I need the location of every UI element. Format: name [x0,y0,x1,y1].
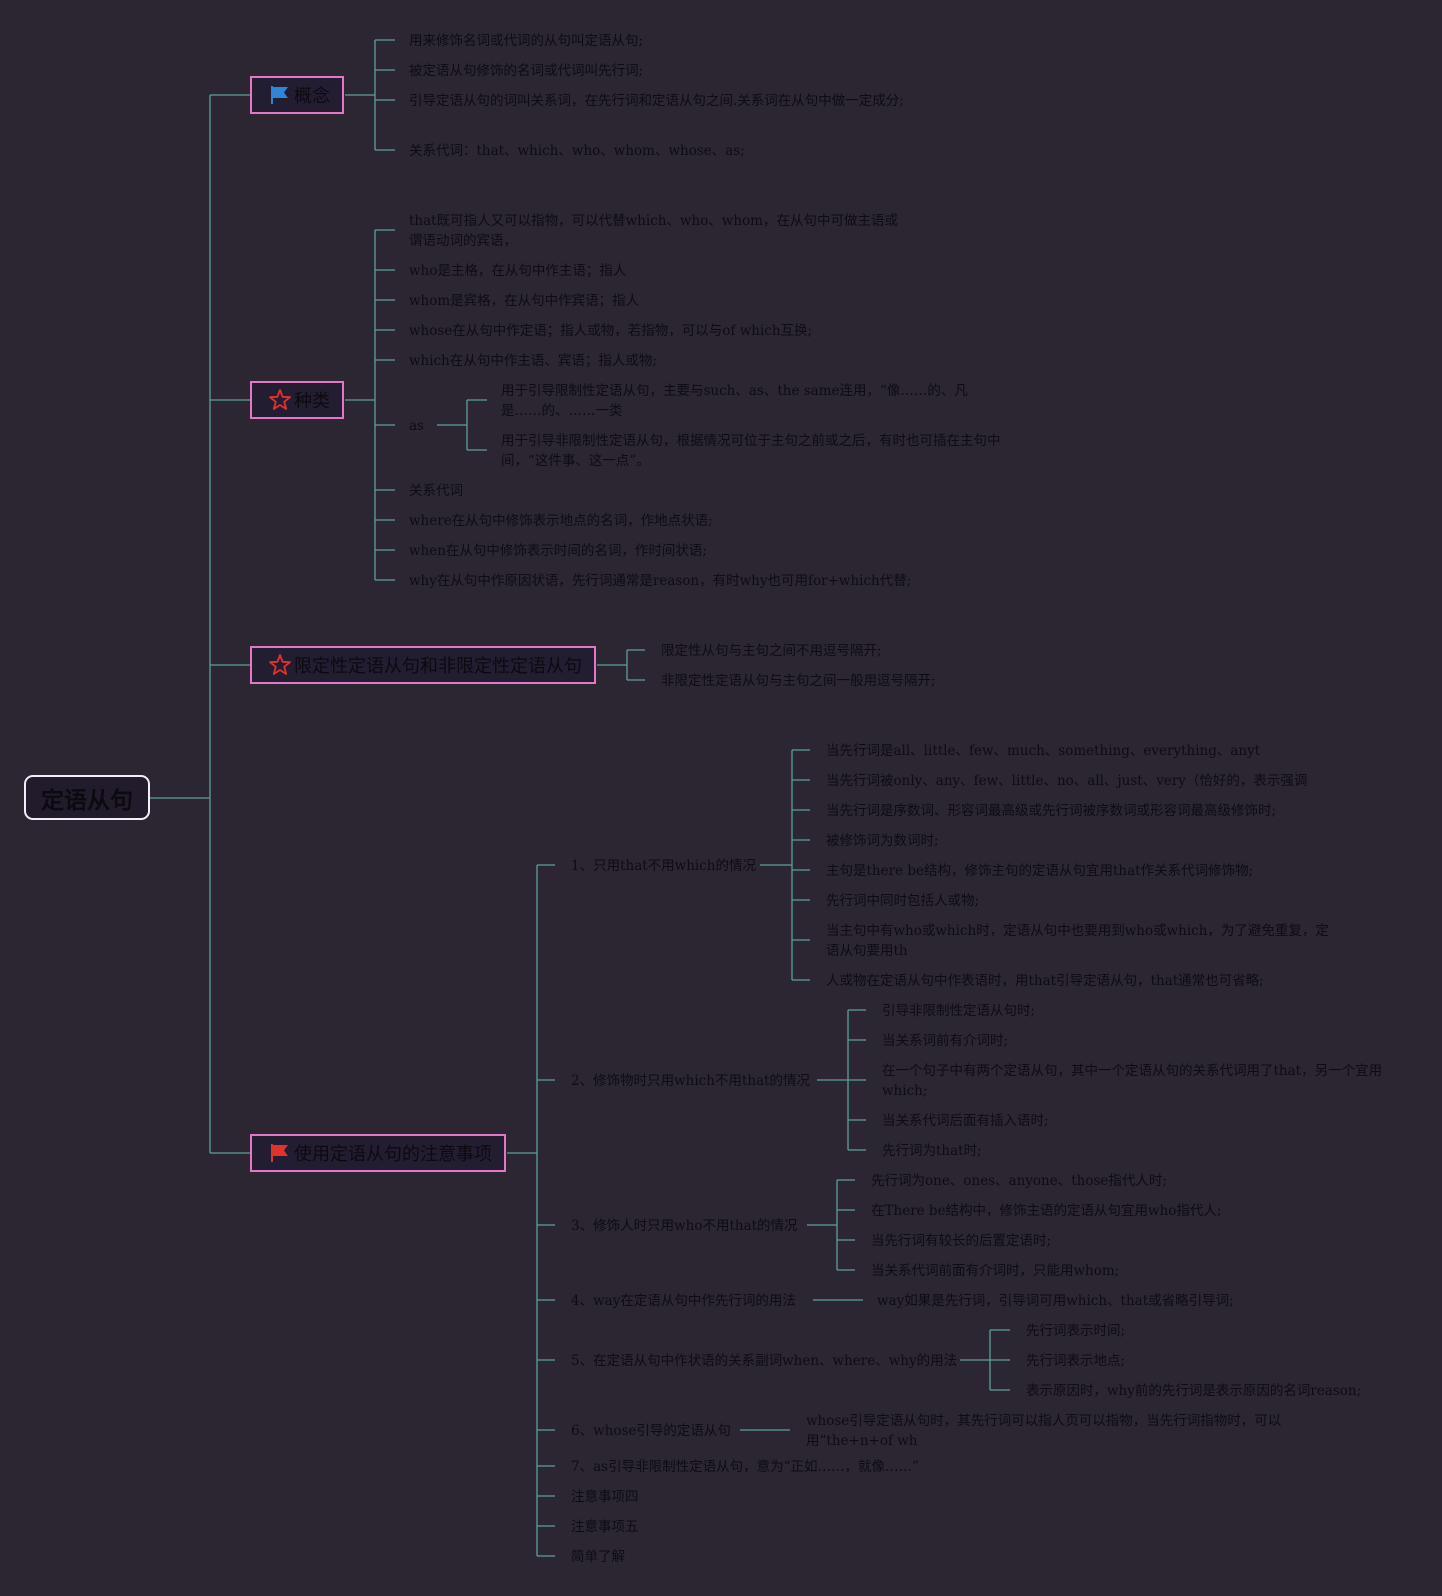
types-item: whom是宾格，在从句中作宾语；指人 [409,293,640,309]
concept-item: 关系代词：that、which、who、whom、whose、as; [409,143,745,159]
concept-item: 用来修饰名词或代词的从句叫定语从句; [409,33,644,49]
notes-g1-item: 当先行词被only、any、few、little、no、all、just、ver… [826,773,1308,789]
notes-group-6: 6、whose引导的定语从句 [571,1423,731,1439]
connector-root [150,94,250,1154]
notes-g2-item: 在一个句子中有两个定语从句，其中一个定语从句的关系代词用了that，另一个宜用w… [882,1063,1383,1099]
notes-g1-item: 人或物在定语从句中作表语时，用that引导定语从句，that通常也可省略; [826,973,1264,989]
topic-notes[interactable]: 使用定语从句的注意事项 [250,1134,506,1172]
types-as-label: as [409,418,424,434]
types-item: who是主格，在从句中作主语；指人 [409,263,627,279]
connector-restrictive [597,649,645,681]
red-flag-icon [268,1141,292,1165]
notes-g1-item: 被修饰词为数词时; [826,833,939,849]
topic-concept[interactable]: 概念 [250,76,344,114]
connector-concept [345,39,395,151]
concept-item: 引导定语从句的词叫关系词，在先行词和定语从句之间.关系词在从句中做一定成分; [409,93,904,109]
notes-group-7: 7、as引导非限制性定语从句，意为“正如……，就像……” [571,1459,919,1475]
restrictive-item: 非限定性定语从句与主句之间一般用逗号隔开; [661,673,936,689]
red-star-icon [268,653,292,677]
notes-group-1: 1、只用that不用which的情况 [571,858,757,874]
connector-g5 [960,1329,1010,1391]
notes-g2-item: 引导非限制性定语从句时; [882,1003,1036,1019]
notes-g4-item: way如果是先行词，引导词可用which、that或省略引导词; [877,1293,1234,1309]
notes-group-5: 5、在定语从句中作状语的关系副词when、where、why的用法 [571,1353,958,1369]
types-item: 关系代词 [409,483,463,499]
notes-g3-item: 先行词为one、ones、anyone、those指代人时; [871,1173,1167,1189]
notes-g1-item: 先行词中同时包括人或物; [826,893,980,909]
topic-restrictive-label: 限定性定语从句和非限定性定语从句 [294,656,582,677]
types-as-item: 用于引导非限制性定语从句，根据情况可位于主句之前或之后，有时也可插在主句中间，“… [501,433,1001,469]
notes-g1-item: 当先行词是all、little、few、much、something、every… [826,743,1261,759]
notes-g2-item: 先行词为that时; [882,1143,982,1159]
notes-group-4: 4、way在定语从句中作先行词的用法 [571,1293,796,1309]
notes-extra-item: 注意事项五 [571,1519,639,1535]
topic-types-label: 种类 [294,391,330,412]
notes-g2-item: 当关系代词后面有插入语时; [882,1113,1049,1129]
types-item: which在从句中作主语、宾语；指人或物; [409,353,657,369]
topic-types[interactable]: 种类 [250,381,344,419]
connector-g1 [760,749,810,981]
notes-g5-item: 表示原因时，why前的先行词是表示原因的名词reason; [1026,1383,1362,1399]
types-item: why在从句中作原因状语，先行词通常是reason，有时why也可用for+wh… [409,573,912,589]
notes-g5-item: 先行词表示时间; [1026,1323,1126,1339]
notes-extra-item: 简单了解 [571,1549,625,1565]
notes-g3-item: 在There be结构中，修饰主语的定语从句宜用who指代人; [871,1203,1222,1219]
notes-g1-item: 当主句中有who或which时，定语从句中也要用到who或which，为了避免重… [826,923,1329,959]
notes-g6-item: whose引导定语从句时，其先行词可以指人页可以指物，当先行词指物时，可以用“t… [806,1413,1282,1449]
notes-g5-item: 先行词表示地点; [1026,1353,1126,1369]
red-star-icon [268,388,292,412]
connector-g2 [817,1009,866,1151]
connector-types [345,229,395,581]
connector-as [437,399,487,451]
restrictive-item: 限定性从句与主句之间不用逗号隔开; [661,643,882,659]
connector-g3 [807,1179,855,1271]
concept-item: 被定语从句修饰的名词或代词叫先行词; [409,63,644,79]
notes-g1-item: 当先行词是序数词、形容词最高级或先行词被序数词或形容词最高级修饰时; [826,803,1277,819]
topic-notes-label: 使用定语从句的注意事项 [294,1144,492,1165]
notes-group-3: 3、修饰人时只用who不用that的情况 [571,1218,798,1234]
notes-g2-item: 当关系词前有介词时; [882,1033,1009,1049]
types-item: whose在从句中作定语；指人或物，若指物，可以与of which互换; [409,323,813,339]
notes-g3-item: 当关系代词前面有介词时，只能用whom; [871,1263,1120,1279]
root-topic[interactable]: 定语从句 [24,775,150,820]
topic-concept-label: 概念 [294,86,330,107]
connector-notes [507,864,555,1557]
notes-g1-item: 主句是there be结构，修饰主句的定语从句宜用that作关系代词修饰物; [826,863,1254,879]
notes-group-2: 2、修饰物时只用which不用that的情况 [571,1073,811,1089]
types-item: when在从句中修饰表示时间的名词，作时间状语; [409,543,707,559]
blue-flag-icon [268,83,292,107]
notes-g3-item: 当先行词有较长的后置定语时; [871,1233,1052,1249]
notes-extra-item: 注意事项四 [571,1489,639,1505]
types-item: where在从句中修饰表示地点的名词，作地点状语; [409,513,713,529]
types-as-item: 用于引导限制性定语从句，主要与such、as、the same连用，“像……的、… [501,383,968,419]
topic-restrictive[interactable]: 限定性定语从句和非限定性定语从句 [250,646,596,684]
types-item: that既可指人又可以指物，可以代替which、who、whom，在从句中可做主… [409,213,898,249]
